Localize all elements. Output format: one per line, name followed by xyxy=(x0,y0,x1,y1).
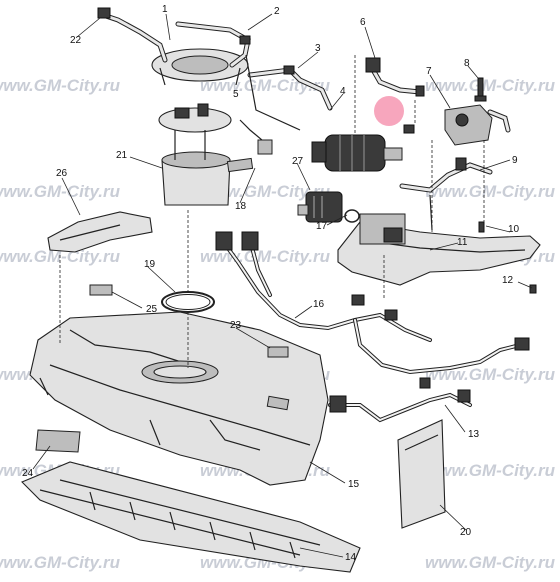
dashed-leaders xyxy=(59,55,485,368)
callout-15: 15 xyxy=(348,479,360,490)
callout-2: 2 xyxy=(274,6,280,17)
callout-14: 14 xyxy=(345,552,357,563)
watermark: www.GM-City.ru xyxy=(0,182,121,201)
callout-19: 19 xyxy=(144,259,156,270)
callout-7: 7 xyxy=(426,66,432,77)
fuel-tank xyxy=(29,311,329,486)
watermark: www.GM-City.ru xyxy=(425,553,556,572)
callout-22: 22 xyxy=(70,35,82,46)
callout-25: 25 xyxy=(146,304,158,315)
level-sensor xyxy=(226,119,273,173)
callout-11: 11 xyxy=(457,237,468,248)
callout-12: 12 xyxy=(502,275,514,286)
fuel-feed-lines xyxy=(97,7,333,131)
shield-plate xyxy=(397,419,446,529)
callout-labels: 1 2 3 4 5 6 7 8 9 10 11 12 13 14 15 16 1… xyxy=(22,4,520,563)
callout-13: 13 xyxy=(468,429,480,440)
watermark: www.GM-City.ru xyxy=(425,365,556,384)
callout-9: 9 xyxy=(512,155,518,166)
fuel-pump-module xyxy=(151,48,249,206)
callout-3: 3 xyxy=(315,43,321,54)
lock-ring xyxy=(161,291,215,313)
heat-shield xyxy=(47,211,153,253)
callout-10: 10 xyxy=(508,224,520,235)
purge-valve xyxy=(297,191,360,223)
callout-23: 23 xyxy=(230,320,242,331)
callout-18: 18 xyxy=(235,201,247,212)
watermark: www.GM-City.ru xyxy=(425,76,556,95)
watermark: www.GM-City.ru xyxy=(0,76,121,95)
callout-17: 17 xyxy=(316,221,328,232)
callout-26: 26 xyxy=(56,168,68,179)
watermark: www.GM-City.ru xyxy=(425,182,556,201)
evap-valve xyxy=(403,77,511,146)
pad-25 xyxy=(89,284,113,296)
canister-hose xyxy=(399,157,493,193)
tank-shield xyxy=(21,461,361,573)
pad-24 xyxy=(35,429,81,453)
callout-20: 20 xyxy=(460,527,472,538)
callout-24: 24 xyxy=(22,468,34,479)
pad-23 xyxy=(267,346,289,358)
callout-27: 27 xyxy=(292,156,304,167)
watermark: www.GM-City.ru xyxy=(200,182,331,201)
canister-bracket xyxy=(337,194,541,294)
vent-hose xyxy=(365,57,425,97)
tank-pads xyxy=(35,284,289,453)
callout-4: 4 xyxy=(340,86,346,97)
callout-16: 16 xyxy=(313,299,325,310)
evap-canister xyxy=(311,134,403,172)
callout-1: 1 xyxy=(162,4,168,15)
lower-harness xyxy=(328,377,472,423)
watermark: www.GM-City.ru xyxy=(0,553,121,572)
callout-leaders xyxy=(32,13,533,558)
wiring-harness xyxy=(215,231,530,375)
callout-6: 6 xyxy=(360,17,366,28)
highlight-marker xyxy=(374,96,404,126)
callout-8: 8 xyxy=(464,58,470,69)
callout-5: 5 xyxy=(233,89,239,100)
watermark: www.GM-City.ru xyxy=(425,461,556,480)
callout-21: 21 xyxy=(116,150,128,161)
